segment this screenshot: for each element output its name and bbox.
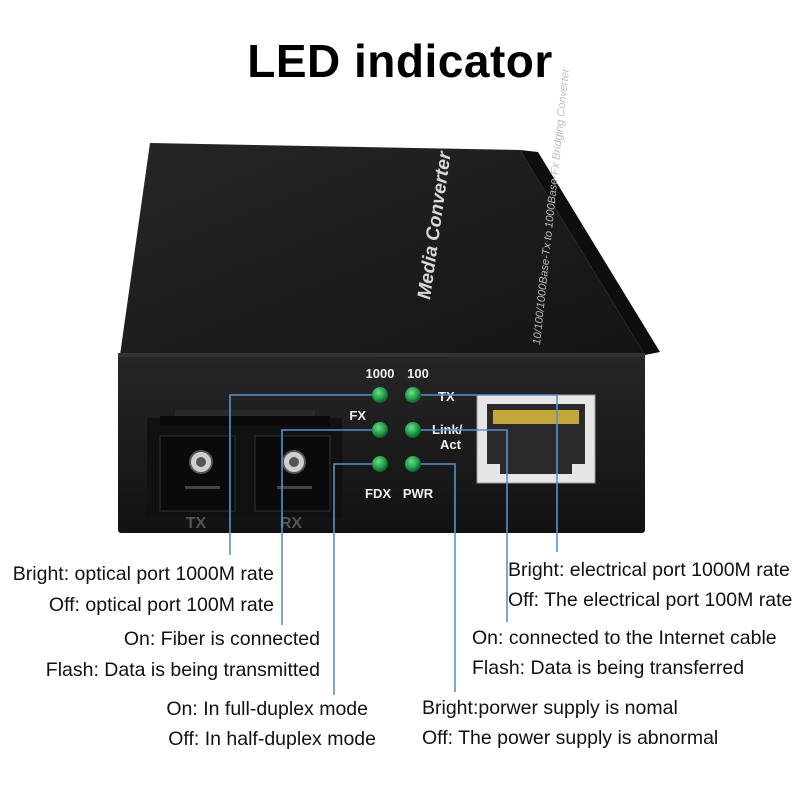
led-link-act [405, 422, 421, 438]
callout-line-fx [281, 429, 372, 625]
rj45-port[interactable] [476, 394, 596, 484]
port-label-tx: TX [186, 515, 207, 532]
led-label-fdx: FDX [365, 486, 391, 501]
annotation-power-bright: Bright:porwer supply is nomal [422, 697, 678, 719]
callout-line-link [421, 429, 508, 622]
led-tx [405, 387, 421, 403]
device-top-face [120, 143, 645, 355]
callout-lines [229, 394, 558, 695]
callout-line-tx [421, 394, 558, 552]
led-label-1000: 1000 [366, 366, 395, 381]
led-label-tx: TX [438, 389, 455, 404]
annotation-fiber-on: On: Fiber is connected [123, 628, 320, 650]
annotation-optical-rate-bright: Bright: optical port 1000M rate [12, 563, 274, 585]
led-label-fx: FX [349, 408, 366, 423]
annotation-optical-rate-off: Off: optical port 100M rate [48, 594, 274, 616]
annotation-duplex-off: Off: In half-duplex mode [168, 728, 376, 750]
led-label-pwr: PWR [403, 486, 434, 501]
annotation-power-off: Off: The power supply is abnormal [422, 727, 719, 749]
annotation-electrical-rate-bright: Bright: electrical port 1000M rate [508, 559, 790, 581]
fiber-port-tx[interactable] [159, 435, 236, 512]
led-fx [372, 422, 388, 438]
fiber-port-rx[interactable] [254, 435, 331, 512]
led-1000 [372, 387, 388, 403]
device-side-face [520, 150, 660, 355]
annotation-duplex-on: On: In full-duplex mode [166, 698, 368, 720]
port-label-rx: RX [280, 515, 303, 532]
led-label-act: Act [440, 437, 462, 452]
annotation-electrical-rate-off: Off: The electrical port 100M rate [508, 589, 793, 611]
callout-line-1000 [229, 394, 372, 555]
annotation-internet-flash: Flash: Data is being transferred [472, 657, 745, 679]
led-label-100: 100 [407, 366, 429, 381]
callout-line-pwr [421, 463, 456, 692]
led-fdx [372, 456, 388, 472]
callout-line-fdx [333, 463, 372, 695]
annotation-fiber-flash: Flash: Data is being transmitted [45, 659, 320, 681]
page-title: LED indicator [247, 35, 553, 87]
annotation-internet-on: On: connected to the Internet cable [472, 627, 777, 649]
led-pwr [405, 456, 421, 472]
